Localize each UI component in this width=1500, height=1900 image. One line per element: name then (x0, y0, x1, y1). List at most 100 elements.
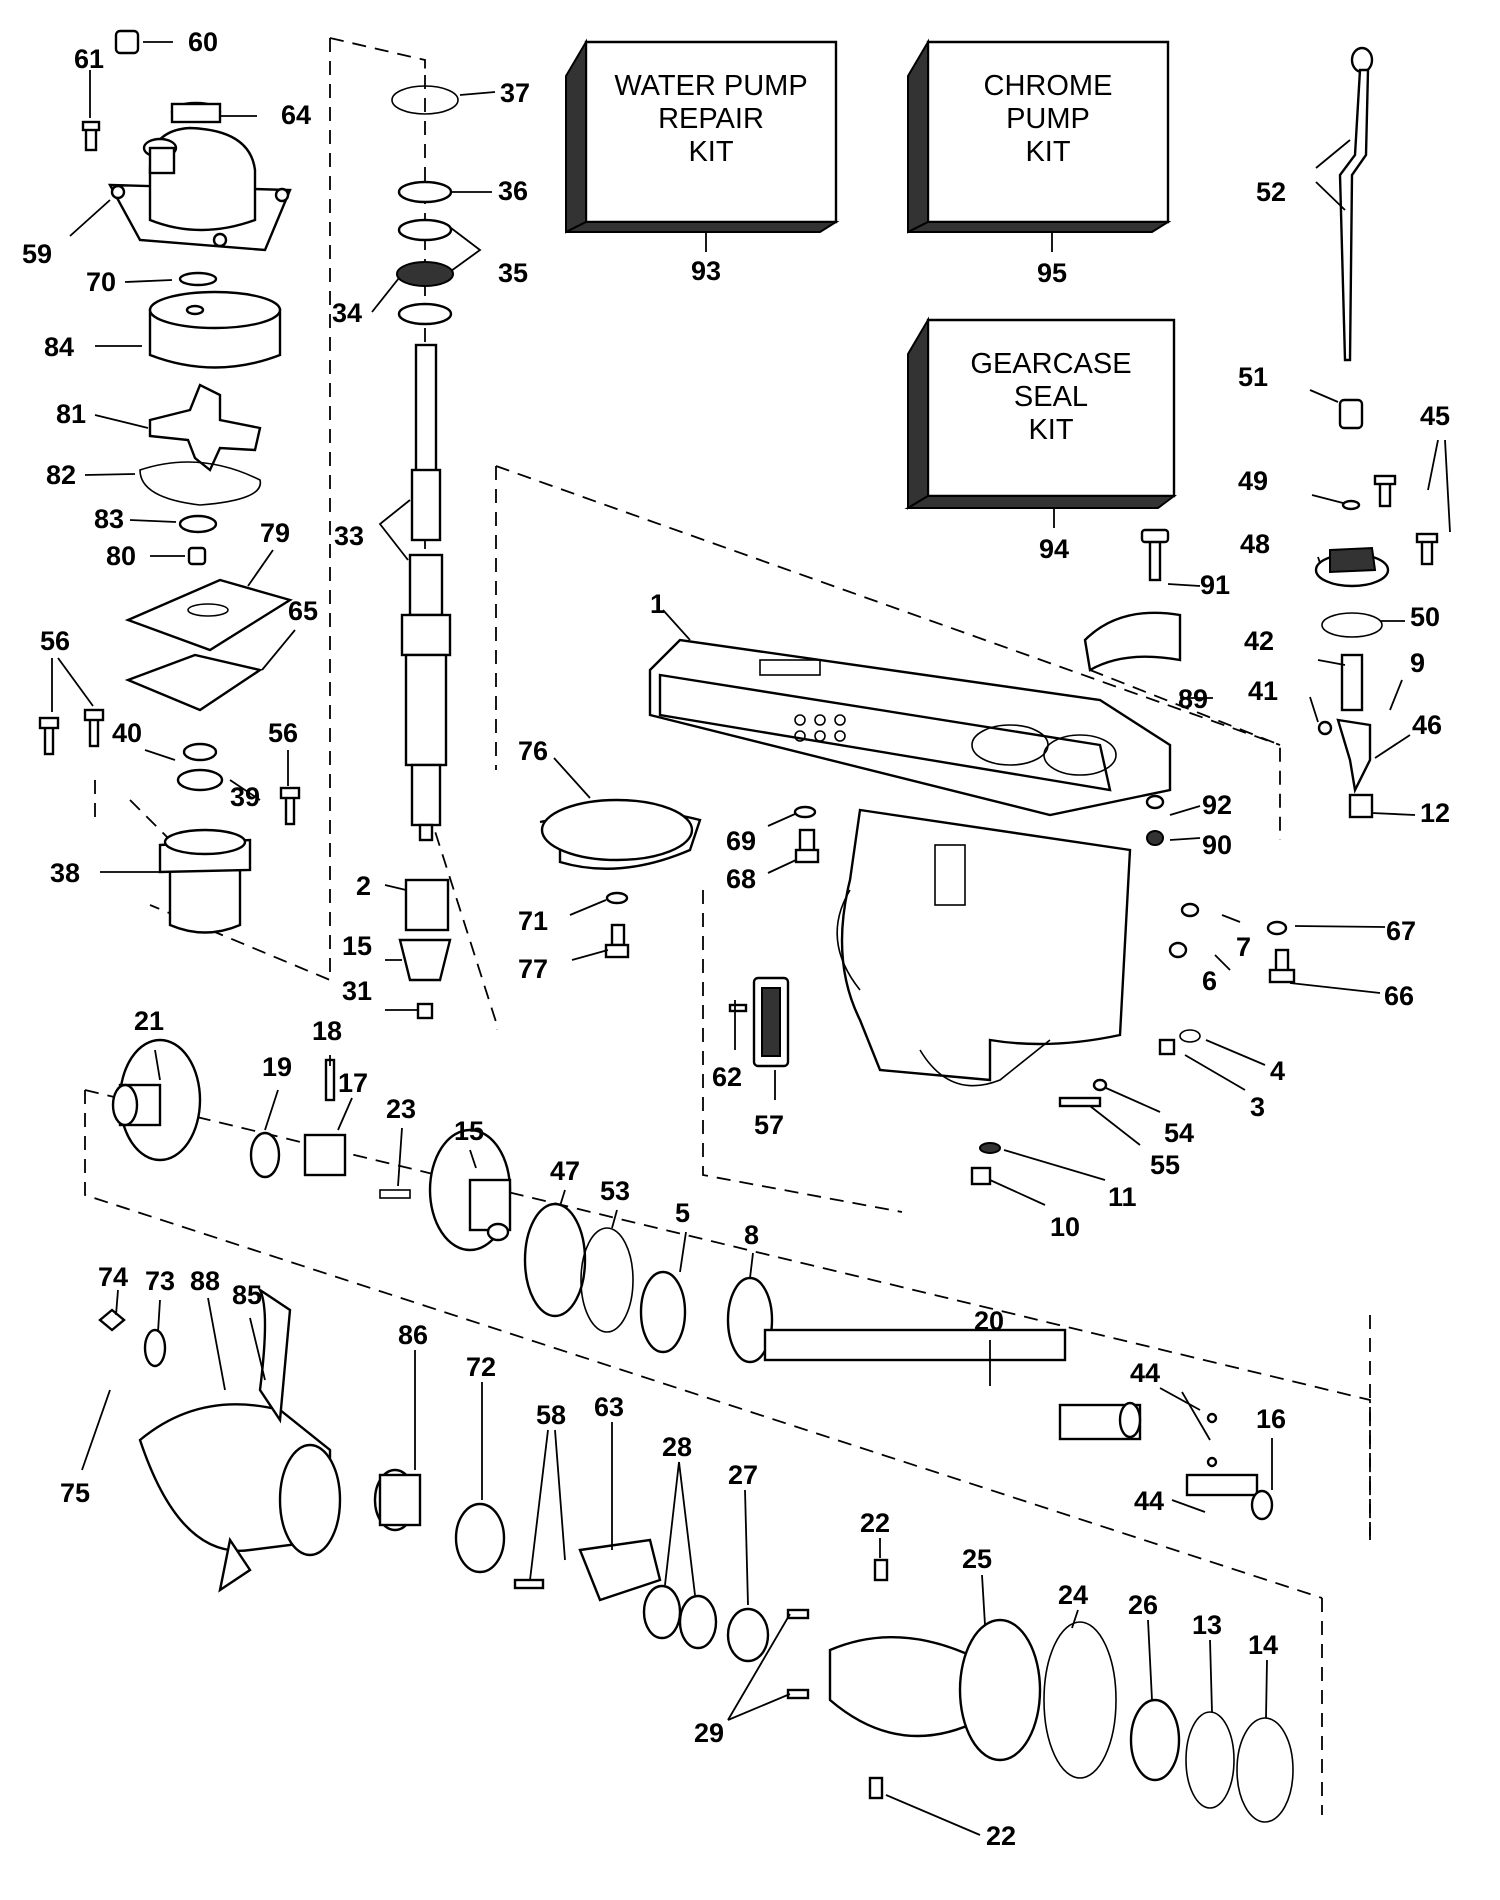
callout-72: 72 (466, 1352, 496, 1382)
callout-61: 61 (74, 44, 104, 74)
callout-85: 85 (232, 1280, 262, 1310)
callout-42: 42 (1244, 626, 1274, 656)
callout-23: 23 (386, 1094, 416, 1124)
callout-35: 35 (498, 258, 528, 288)
gear-train (111, 1038, 1274, 1521)
housing-hardware (539, 794, 1296, 1186)
leader-lines (51, 41, 1451, 1836)
kit-95-line-1: CHROME (984, 70, 1113, 102)
callout-64: 64 (281, 100, 311, 130)
callout-8: 8 (744, 1220, 759, 1250)
callout-84: 84 (44, 332, 74, 362)
callout-73: 73 (145, 1266, 175, 1296)
callout-59: 59 (22, 239, 52, 269)
callout-53: 53 (600, 1176, 630, 1206)
callout-49: 49 (1238, 466, 1268, 496)
propeller-and-carrier (98, 1286, 1294, 1823)
callout-19: 19 (262, 1052, 292, 1082)
callout-74: 74 (98, 1262, 128, 1292)
callout-7: 7 (1236, 932, 1251, 962)
callout-82: 82 (46, 460, 76, 490)
kit-94-line-1: GEARCASE (970, 348, 1131, 380)
callout-65: 65 (288, 596, 318, 626)
callout-3: 3 (1250, 1092, 1265, 1122)
water-pump-impeller-parts (38, 271, 301, 934)
callout-46: 46 (1412, 710, 1442, 740)
callout-63: 63 (594, 1392, 624, 1422)
callout-75: 75 (60, 1478, 90, 1508)
driveshaft-column (391, 85, 459, 1020)
callout-33: 33 (334, 521, 364, 551)
callout-70: 70 (86, 267, 116, 297)
gearcase-housing (648, 638, 1172, 1087)
callout-44-upper: 44 (1130, 1358, 1160, 1388)
callout-77: 77 (518, 954, 548, 984)
callout-91: 91 (1200, 570, 1230, 600)
callout-89: 89 (1178, 684, 1208, 714)
callout-67: 67 (1386, 916, 1416, 946)
callout-6: 6 (1202, 966, 1217, 996)
callout-47: 47 (550, 1156, 580, 1186)
kit-box-gearcase-seal: GEARCASE SEAL KIT 94 (904, 316, 1177, 564)
callout-56-left: 56 (40, 626, 70, 656)
callout-34: 34 (332, 298, 362, 328)
callout-10: 10 (1050, 1212, 1080, 1242)
callout-11: 11 (1108, 1182, 1137, 1212)
callout-45: 45 (1420, 401, 1450, 431)
callout-31: 31 (342, 976, 372, 1006)
callout-39: 39 (230, 782, 260, 812)
kit-95-number: 95 (1037, 258, 1067, 288)
callout-14: 14 (1248, 1630, 1278, 1660)
callout-4: 4 (1270, 1056, 1285, 1086)
water-pump-housing (81, 29, 292, 252)
callout-24: 24 (1058, 1580, 1088, 1610)
callout-38: 38 (50, 858, 80, 888)
callout-17: 17 (338, 1068, 368, 1098)
callout-37: 37 (500, 78, 530, 108)
callout-40: 40 (112, 718, 142, 748)
callout-79: 79 (260, 518, 290, 548)
kit-93-number: 93 (691, 256, 721, 286)
kit-94-line-2: SEAL (1014, 381, 1088, 413)
kit-95-line-2: PUMP (1006, 103, 1090, 135)
callout-71: 71 (518, 906, 548, 936)
callout-29: 29 (694, 1718, 724, 1748)
callout-68: 68 (726, 864, 756, 894)
callout-12: 12 (1420, 798, 1450, 828)
callout-58: 58 (536, 1400, 566, 1430)
callout-66: 66 (1384, 981, 1414, 1011)
callout-55: 55 (1150, 1150, 1180, 1180)
callout-69: 69 (726, 826, 756, 856)
callout-83: 83 (94, 504, 124, 534)
callout-26: 26 (1128, 1590, 1158, 1620)
kit-93-line-1: WATER PUMP (614, 70, 807, 102)
callout-15-lower: 15 (454, 1116, 484, 1146)
callout-25: 25 (962, 1544, 992, 1574)
callout-86: 86 (398, 1320, 428, 1350)
callout-80: 80 (106, 541, 136, 571)
callout-36: 36 (498, 176, 528, 206)
callout-81: 81 (56, 399, 86, 429)
kit-94-number: 94 (1039, 534, 1069, 564)
callout-20: 20 (974, 1306, 1004, 1336)
callout-48: 48 (1240, 529, 1270, 559)
callout-22-lower: 22 (986, 1821, 1016, 1851)
callout-92: 92 (1202, 790, 1232, 820)
callout-50: 50 (1410, 602, 1440, 632)
kit-box-water-pump-repair: WATER PUMP REPAIR KIT 93 (565, 38, 840, 286)
kit-93-line-2: REPAIR (658, 103, 764, 135)
callout-44-lower: 44 (1134, 1486, 1164, 1516)
callout-60: 60 (188, 27, 218, 57)
callout-76: 76 (518, 736, 548, 766)
shift-rod-assembly (1083, 46, 1439, 819)
callout-88: 88 (190, 1266, 220, 1296)
callout-62: 62 (712, 1062, 742, 1092)
callout-2: 2 (356, 871, 371, 901)
callout-52: 52 (1256, 177, 1286, 207)
callout-numbers: 60 61 64 59 70 84 81 82 83 79 80 65 56 4… (22, 27, 1450, 1851)
callout-27: 27 (728, 1460, 758, 1490)
callout-57: 57 (754, 1110, 784, 1140)
kit-93-line-3: KIT (688, 136, 733, 168)
kit-94-line-3: KIT (1028, 414, 1073, 446)
